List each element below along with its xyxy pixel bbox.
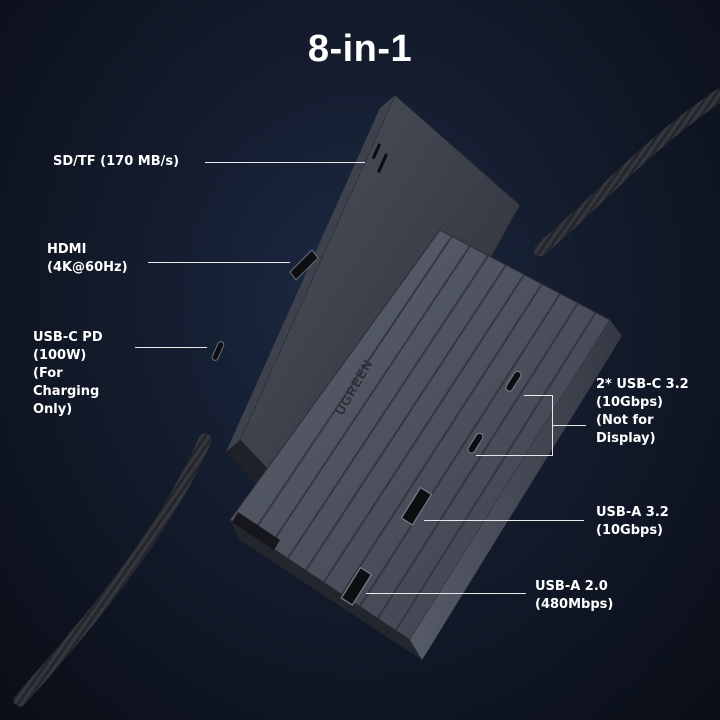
leader-line-usb-a-20 — [366, 593, 526, 594]
leader-line-sd-tf — [205, 162, 365, 163]
label-usb-a-32: USB-A 3.2 (10Gbps) — [596, 505, 669, 538]
leader-line-usb-c-32-top — [524, 395, 552, 396]
label-usb-c-32: 2* USB-C 3.2 (10Gbps) (Not for Display) — [596, 377, 689, 446]
leader-line-usb-c-pd — [135, 347, 207, 348]
page-title: 8-in-1 — [307, 28, 413, 70]
label-hdmi: HDMI (4K@60Hz) — [47, 242, 128, 275]
label-usb-a-20: USB-A 2.0 (480Mbps) — [535, 579, 614, 612]
leader-line-hdmi — [148, 262, 290, 263]
leader-line-usb-a-32 — [424, 520, 584, 521]
label-usb-c-pd: USB-C PD (100W) (For Charging Only) — [33, 330, 103, 417]
leader-line-usb-c-32-mid — [552, 425, 586, 426]
leader-line-usb-c-32-bottom — [476, 455, 553, 456]
label-sd-tf: SD/TF (170 MB/s) — [53, 154, 180, 169]
